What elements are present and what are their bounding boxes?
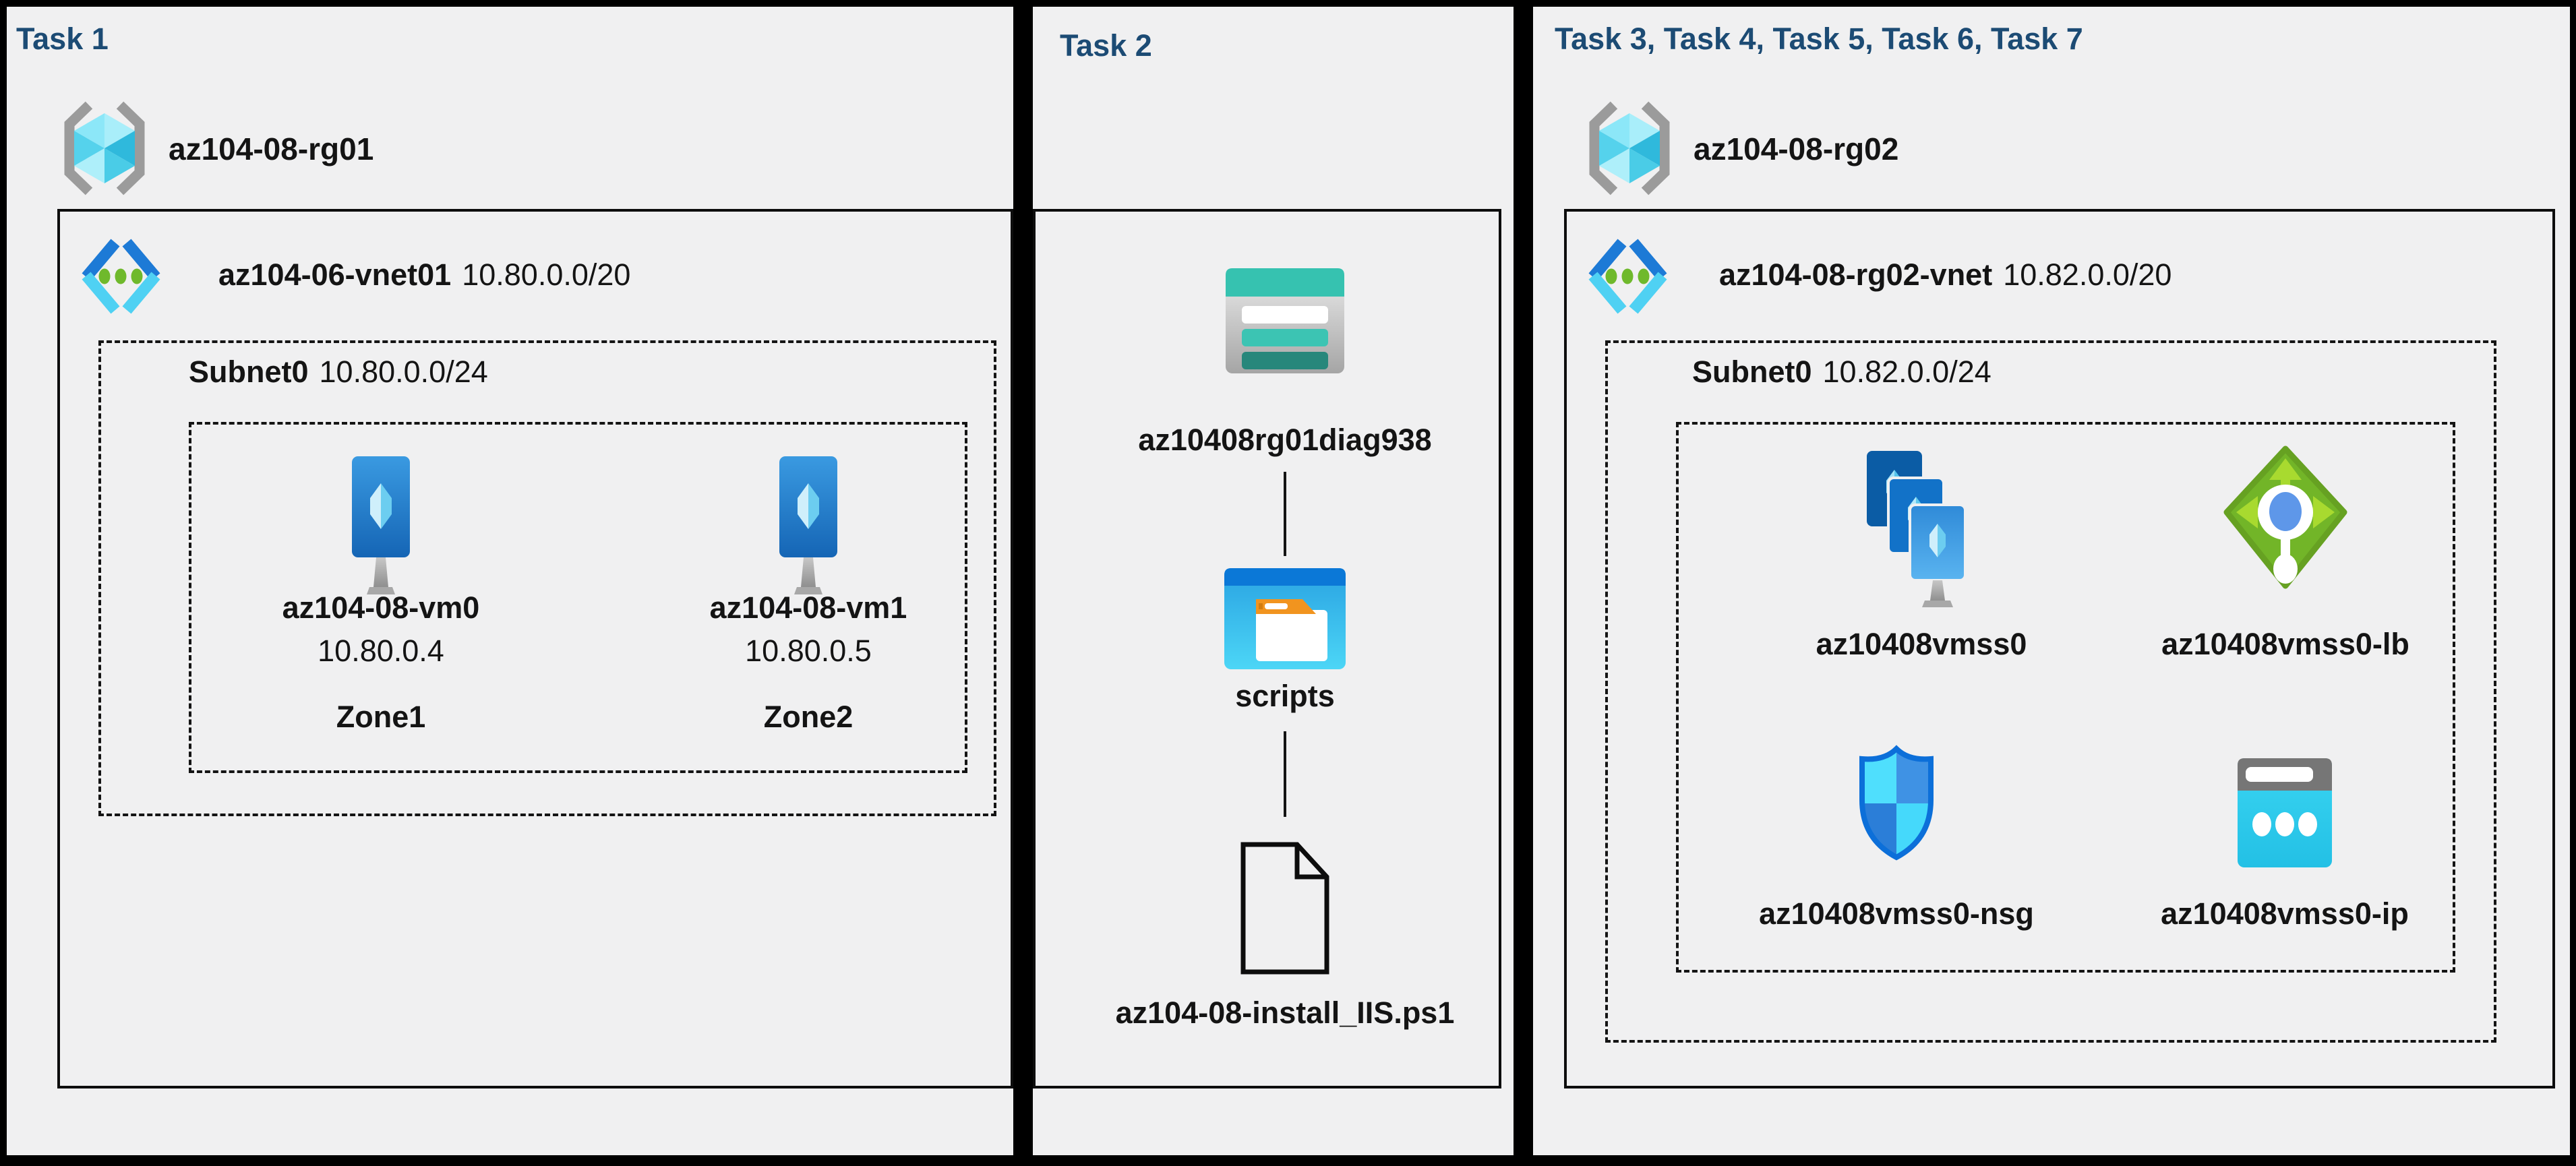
vnet-box — [1564, 209, 2555, 1088]
panel-task3-7: Task 3, Task 4, Task 5, Task 6, Task 7 a… — [1533, 7, 2570, 1155]
subnet-name: Subnet0 — [1692, 355, 1812, 389]
container-name: scripts — [1235, 679, 1335, 713]
virtual-network-icon — [1588, 239, 1667, 314]
subnet-label: Subnet0 10.80.0.0/24 — [189, 355, 488, 390]
vnet-name: az104-08-rg02-vnet — [1719, 257, 1993, 292]
resource-name: az10408vmss0 — [1816, 627, 2027, 661]
vm-ip: 10.80.0.4 — [318, 634, 444, 668]
connector-line — [1284, 472, 1286, 556]
resource-group-name: az104-08-rg01 — [169, 131, 374, 166]
resource-group-box — [1676, 422, 2455, 973]
resource-name: az10408vmss0-ip — [2161, 896, 2409, 931]
subnet-name: Subnet0 — [189, 355, 309, 389]
vm-scale-set-icon — [1867, 451, 1967, 607]
virtual-network-icon — [82, 239, 160, 314]
panel-title: Task 2 — [1060, 28, 1152, 63]
vm-name: az104-08-vm1 — [709, 590, 907, 625]
storage-box — [1033, 209, 1501, 1088]
resource-group-icon — [1589, 101, 1670, 195]
panel-title: Task 1 — [16, 22, 109, 56]
storage-account-icon — [1226, 268, 1344, 373]
subnet-box — [1605, 340, 2496, 1043]
vm-group-box — [189, 422, 967, 773]
public-ip-icon — [2238, 758, 2332, 867]
file-icon — [1240, 842, 1329, 975]
vm-ip: 10.80.0.5 — [745, 634, 872, 668]
subnet-label: Subnet0 10.82.0.0/24 — [1692, 355, 1991, 390]
blob-container-icon — [1224, 568, 1346, 669]
file-name: az104-08-install_IIS.ps1 — [1115, 995, 1455, 1030]
subnet-cidr: 10.80.0.0/24 — [319, 355, 488, 389]
connector-line — [1284, 731, 1286, 817]
resource-group-name: az104-08-rg02 — [1694, 131, 1899, 166]
vnet-label: az104-08-rg02-vnet 10.82.0.0/20 — [1719, 257, 2171, 293]
storage-account-name: az10408rg01diag938 — [1138, 423, 1432, 457]
vm-name: az104-08-vm0 — [282, 590, 480, 625]
vm-zone: Zone2 — [763, 700, 853, 734]
vnet-cidr: 10.80.0.0/20 — [462, 257, 631, 292]
subnet-cidr: 10.82.0.0/24 — [1822, 355, 1991, 389]
virtual-machine-icon — [779, 456, 837, 594]
panel-task1: Task 1 az104-08-rg01 az104-06-vnet01 10.8… — [7, 7, 1013, 1155]
nsg-shield-icon — [1859, 745, 1934, 861]
subnet-box — [98, 340, 996, 816]
vnet-cidr: 10.82.0.0/20 — [2003, 257, 2172, 292]
load-balancer-icon — [2223, 446, 2347, 589]
resource-group-icon — [64, 101, 145, 195]
panel-task2: Task 2 az10408rg01diag938 scripts az104-… — [1033, 7, 1514, 1155]
vnet-name: az104-06-vnet01 — [218, 257, 452, 292]
resource-name: az10408vmss0-nsg — [1759, 896, 2034, 931]
vnet-box — [57, 209, 1013, 1088]
virtual-machine-icon — [352, 456, 410, 594]
vnet-label: az104-06-vnet01 10.80.0.0/20 — [218, 257, 630, 293]
panel-title: Task 3, Task 4, Task 5, Task 6, Task 7 — [1555, 22, 2083, 56]
vm-zone: Zone1 — [336, 700, 426, 734]
resource-name: az10408vmss0-lb — [2161, 627, 2409, 661]
